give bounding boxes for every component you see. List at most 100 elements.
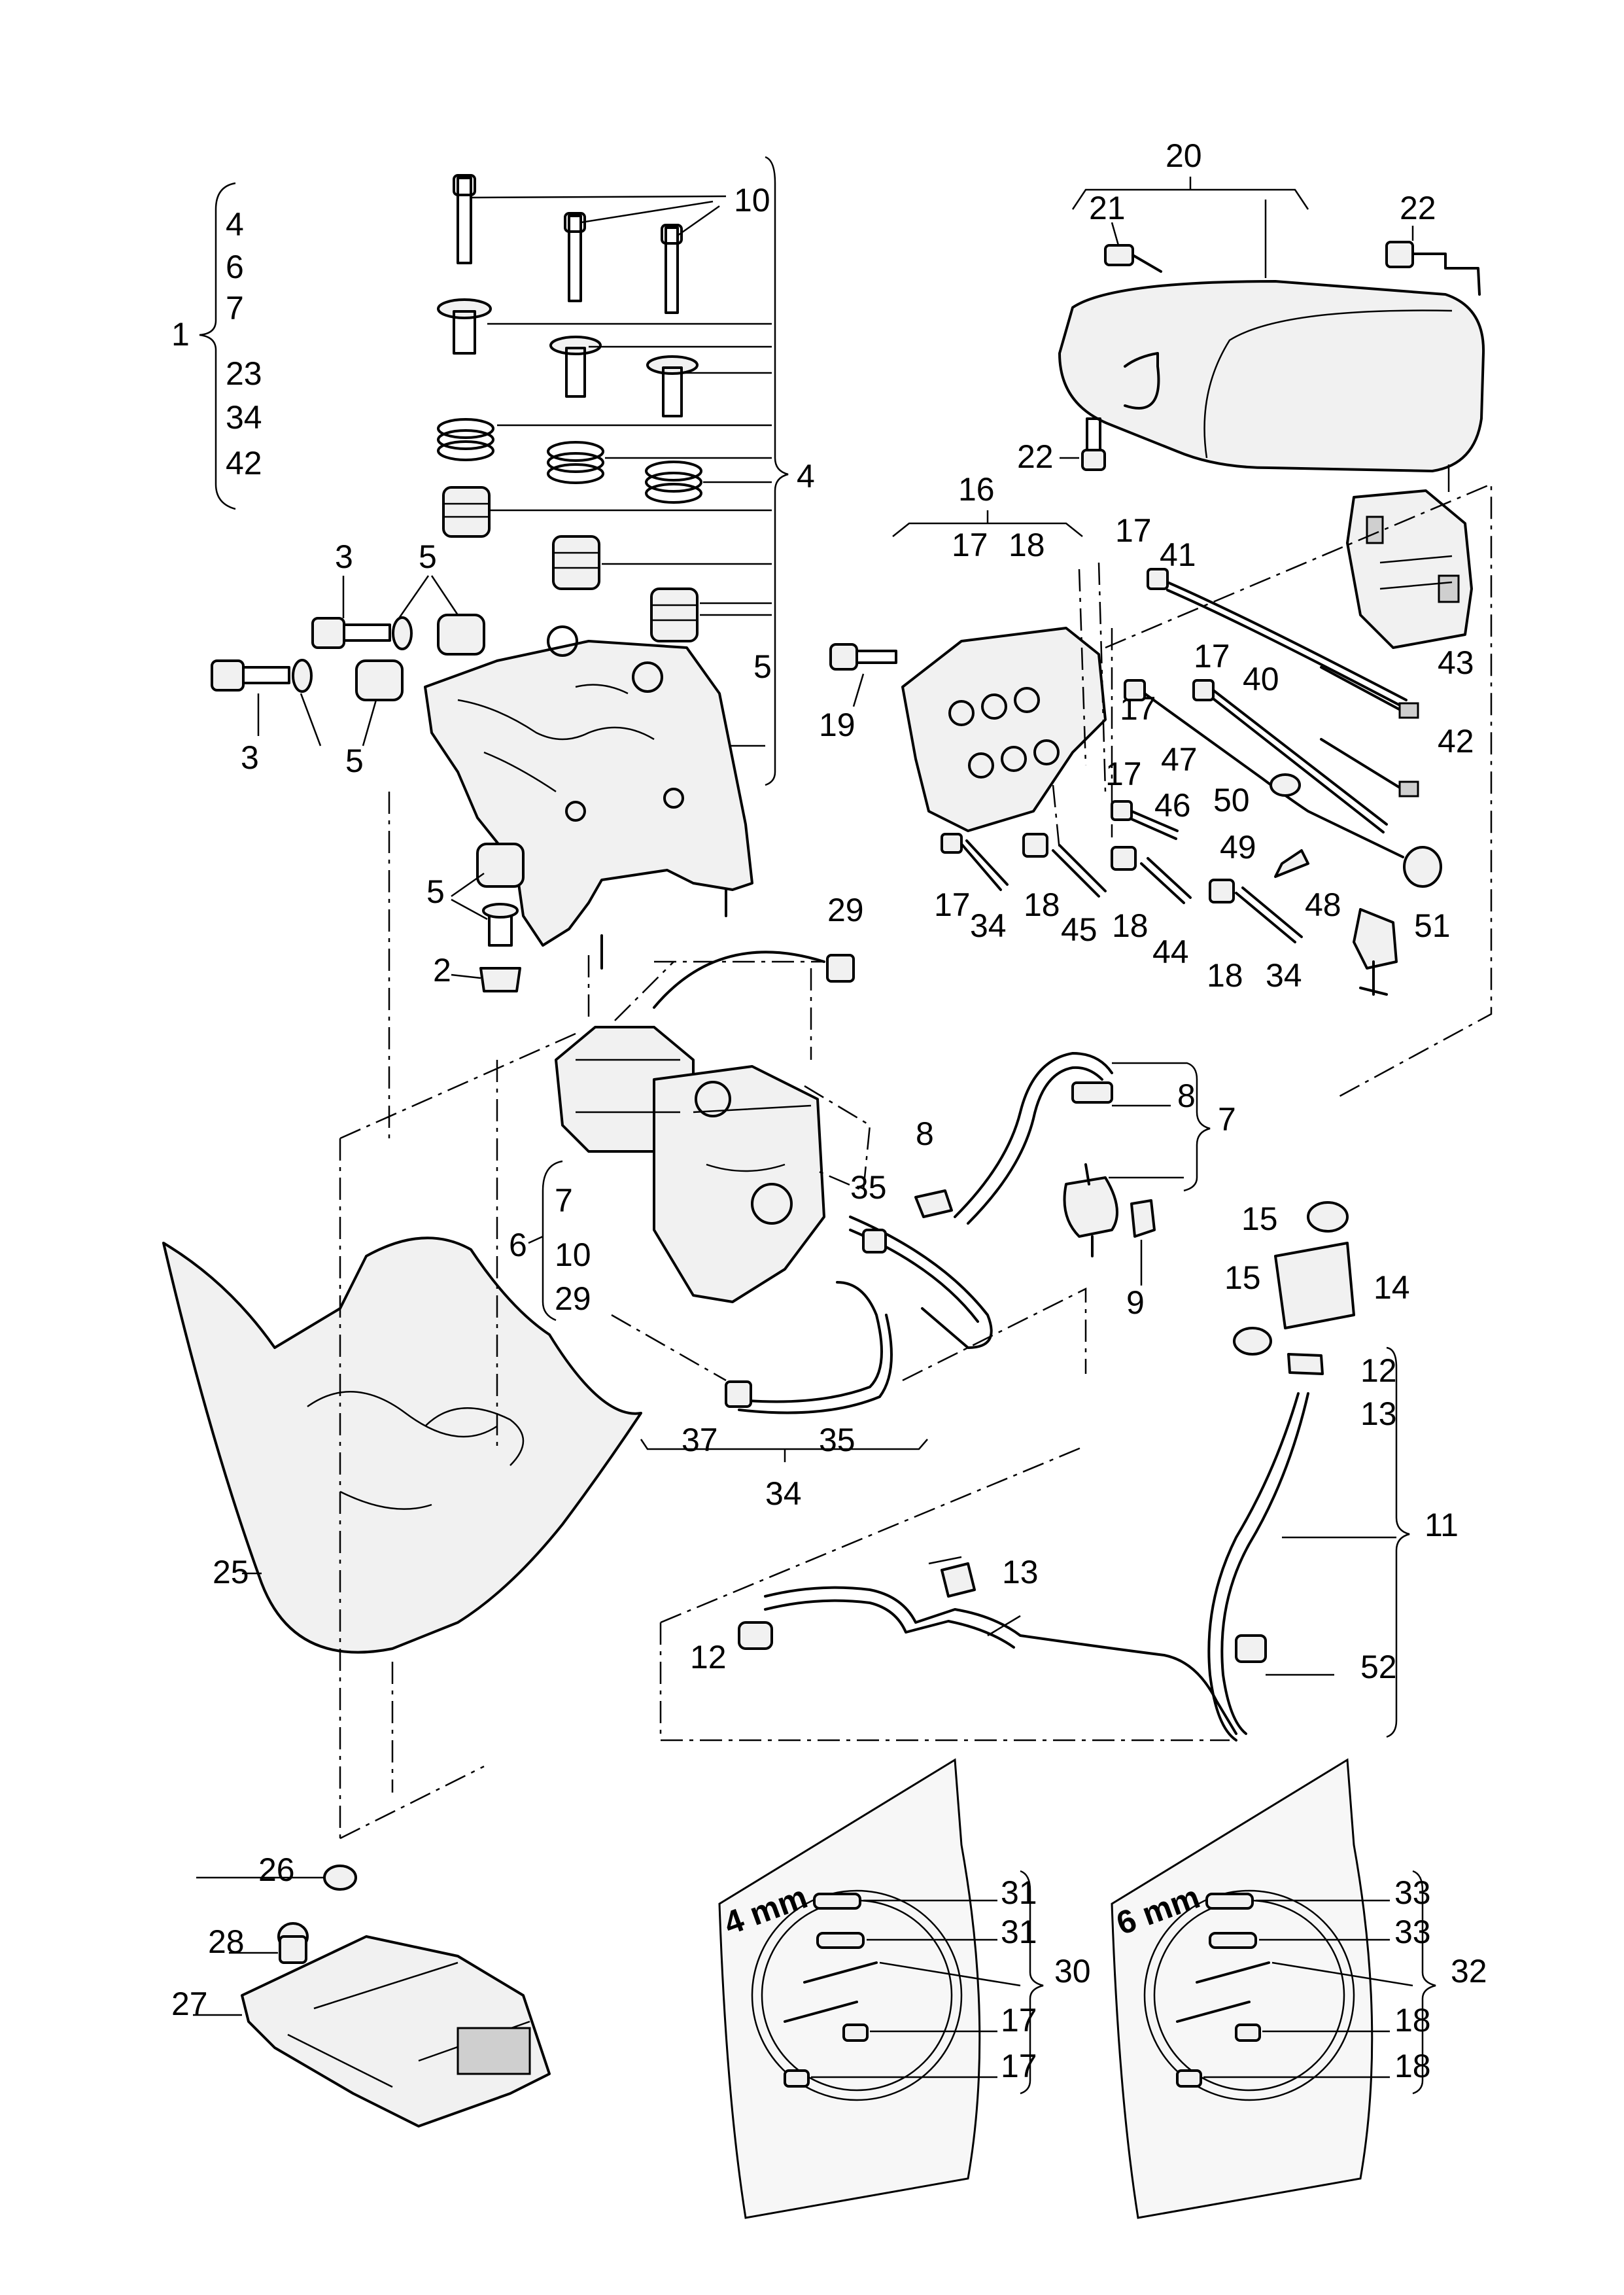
callout-51: 51 bbox=[1414, 907, 1451, 944]
bushing-5-and-nut-2 bbox=[451, 843, 525, 992]
callout-8: 8 bbox=[1177, 1077, 1196, 1114]
callout-26: 26 bbox=[258, 1851, 295, 1888]
callout-17: 17 bbox=[1105, 756, 1142, 792]
callout-19: 19 bbox=[819, 707, 855, 743]
callout-29: 29 bbox=[827, 892, 864, 928]
callout-3: 3 bbox=[241, 739, 259, 776]
callout-34: 34 bbox=[765, 1475, 802, 1512]
callout-16: 16 bbox=[958, 471, 995, 508]
callout-15: 15 bbox=[1224, 1259, 1261, 1296]
callout-48: 48 bbox=[1305, 886, 1341, 923]
mount-leader-lines bbox=[487, 156, 789, 786]
pneumatic-fittings bbox=[941, 483, 1493, 1100]
compressor bbox=[528, 951, 871, 1322]
callout-13: 13 bbox=[1002, 1554, 1039, 1590]
callout-6: 6 bbox=[226, 249, 244, 285]
level-control-module bbox=[1346, 464, 1473, 649]
mount-sleeves bbox=[437, 298, 699, 417]
callout-4: 4 bbox=[797, 458, 815, 495]
callout-29: 29 bbox=[555, 1280, 591, 1317]
valve-block bbox=[829, 510, 1107, 832]
callout-34: 34 bbox=[1266, 957, 1302, 994]
repair-kit-32: 6 mm bbox=[1111, 1758, 1436, 2219]
callout-31: 31 bbox=[1001, 1874, 1037, 1911]
callout-9: 9 bbox=[1126, 1284, 1145, 1321]
callout-46: 46 bbox=[1154, 787, 1191, 824]
callout-43: 43 bbox=[1438, 644, 1474, 681]
strut-bracket bbox=[424, 625, 753, 970]
callout-6: 6 bbox=[509, 1227, 527, 1263]
coil-springs bbox=[437, 418, 702, 504]
air-reservoir bbox=[1058, 177, 1485, 472]
callout-17: 17 bbox=[934, 886, 971, 923]
callout-1: 1 bbox=[171, 316, 190, 353]
callout-42: 42 bbox=[1438, 723, 1474, 760]
callout-40: 40 bbox=[1243, 661, 1279, 697]
compressor-hoses bbox=[611, 1216, 1087, 1462]
callout-20: 20 bbox=[1166, 137, 1202, 174]
callout-2: 2 bbox=[433, 952, 451, 989]
callout-47: 47 bbox=[1161, 741, 1198, 778]
callout-17: 17 bbox=[1115, 512, 1152, 549]
callout-28: 28 bbox=[208, 1923, 245, 1960]
callout-21: 21 bbox=[1089, 190, 1126, 226]
callout-7: 7 bbox=[555, 1182, 573, 1219]
callout-15: 15 bbox=[1241, 1200, 1278, 1237]
callout-17: 17 bbox=[952, 527, 988, 563]
rubber-bushings bbox=[442, 486, 699, 642]
callout-18: 18 bbox=[1207, 957, 1243, 994]
callout-50: 50 bbox=[1213, 782, 1250, 818]
mount-bolts-10 bbox=[453, 174, 727, 314]
callout-5: 5 bbox=[753, 648, 772, 685]
callout-5: 5 bbox=[345, 743, 364, 779]
callout-17: 17 bbox=[1001, 2048, 1037, 2084]
callout-17: 17 bbox=[1001, 2002, 1037, 2039]
callout-30: 30 bbox=[1054, 1953, 1091, 1989]
callout-33: 33 bbox=[1394, 1914, 1431, 1950]
callout-13: 13 bbox=[1360, 1395, 1397, 1432]
callout-41: 41 bbox=[1160, 536, 1196, 573]
callout-4: 4 bbox=[226, 206, 244, 243]
repair-kit-30: 4 mm bbox=[718, 1758, 1044, 2219]
callout-5: 5 bbox=[419, 538, 437, 575]
cover-tray bbox=[162, 792, 642, 1840]
callout-17: 17 bbox=[1194, 638, 1230, 674]
callout-42: 42 bbox=[226, 445, 262, 482]
callout-23: 23 bbox=[226, 355, 262, 392]
callout-labels: 1 4 6 7 23 34 42 10 4 5 3 3 5 5 5 2 20 2… bbox=[171, 137, 1487, 2084]
bracket-14-and-lines bbox=[659, 1201, 1410, 1742]
callout-44: 44 bbox=[1152, 934, 1189, 970]
callout-35: 35 bbox=[819, 1422, 855, 1458]
callout-22: 22 bbox=[1400, 190, 1436, 226]
callout-7: 7 bbox=[1218, 1101, 1236, 1138]
callout-34: 34 bbox=[226, 399, 262, 436]
callout-27: 27 bbox=[171, 1986, 208, 2022]
callout-45: 45 bbox=[1061, 911, 1097, 948]
callout-8: 8 bbox=[916, 1115, 934, 1152]
callout-49: 49 bbox=[1220, 829, 1256, 866]
callout-37: 37 bbox=[682, 1422, 718, 1458]
callout-18: 18 bbox=[1394, 2048, 1431, 2084]
callout-33: 33 bbox=[1394, 1874, 1431, 1911]
callout-7: 7 bbox=[226, 290, 244, 326]
callout-10: 10 bbox=[734, 182, 770, 219]
callout-34: 34 bbox=[970, 907, 1007, 944]
callout-52: 52 bbox=[1360, 1649, 1397, 1685]
callout-18: 18 bbox=[1024, 886, 1060, 923]
callout-32: 32 bbox=[1451, 1953, 1487, 1989]
bolts-3-washers-5 bbox=[211, 575, 485, 746]
callout-3: 3 bbox=[335, 538, 353, 575]
control-unit-27 bbox=[193, 1865, 551, 2128]
callout-11: 11 bbox=[1425, 1507, 1459, 1543]
callout-12: 12 bbox=[1360, 1352, 1397, 1389]
callout-12: 12 bbox=[690, 1639, 727, 1675]
callout-18: 18 bbox=[1112, 907, 1149, 944]
callout-14: 14 bbox=[1373, 1269, 1410, 1306]
callout-25: 25 bbox=[213, 1554, 249, 1590]
callout-31: 31 bbox=[1001, 1914, 1037, 1950]
callout-22: 22 bbox=[1017, 438, 1054, 475]
filter-and-hose-7 bbox=[914, 1052, 1211, 1286]
callout-18: 18 bbox=[1394, 2002, 1431, 2039]
group-brace-1 bbox=[199, 182, 236, 510]
